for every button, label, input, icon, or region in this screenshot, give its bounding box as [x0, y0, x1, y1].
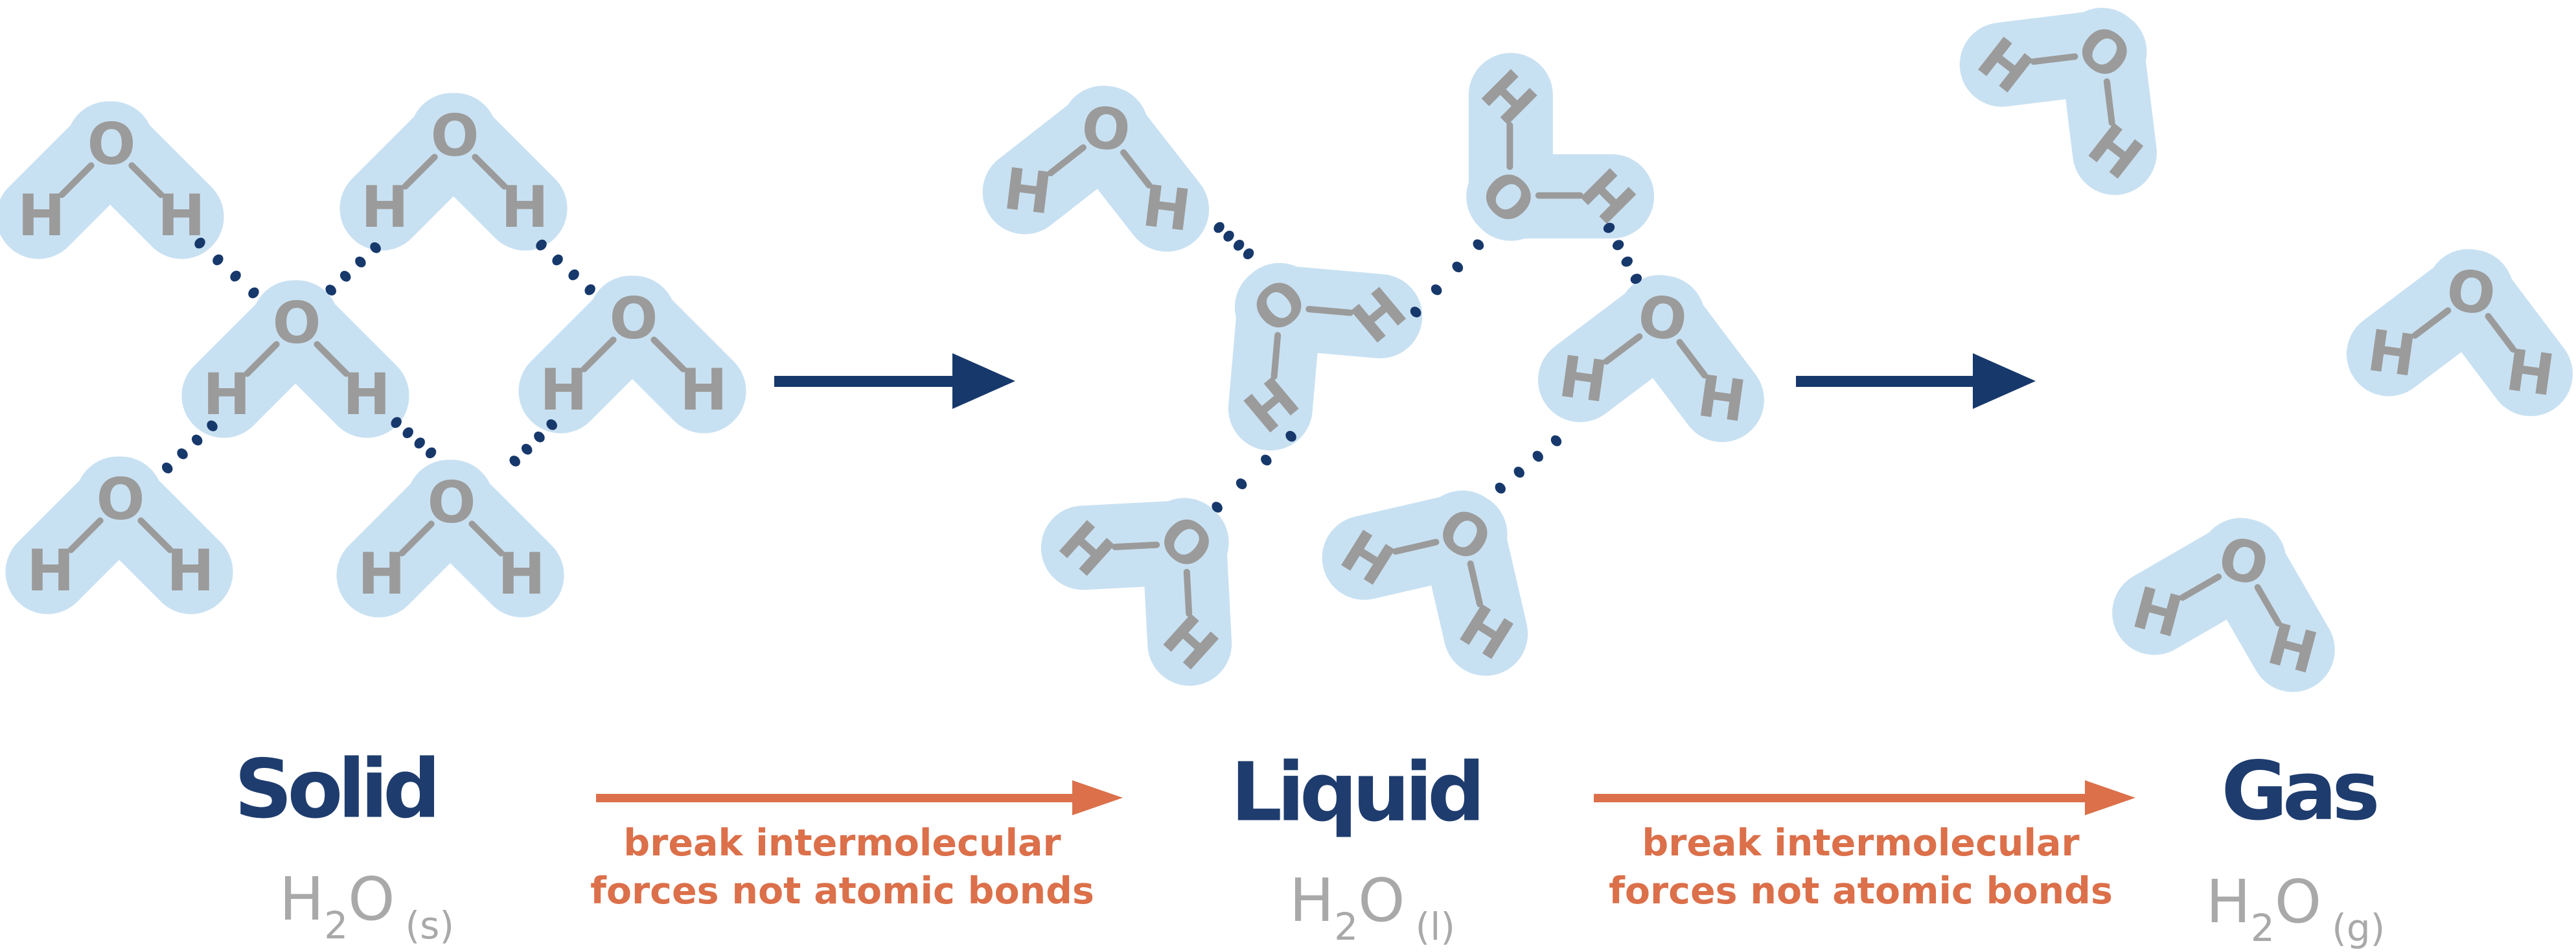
hydrogen-atom-label: H	[167, 537, 214, 604]
bond-dot	[1241, 246, 1256, 262]
formula-o: O	[1358, 866, 1405, 935]
formula-h: H	[1289, 866, 1335, 935]
process-arrow	[1594, 780, 2135, 815]
hydrogen-bond-dots	[1493, 433, 1564, 496]
bond-dot	[1234, 476, 1250, 491]
bond-dot	[411, 435, 428, 451]
bond-dot	[1211, 220, 1227, 235]
oxygen-atom-label: O	[2442, 255, 2500, 329]
process-line2: forces not atomic bonds	[1609, 870, 2113, 912]
hydrogen-atom-label: H	[501, 174, 549, 240]
oxygen-atom-label: O	[87, 111, 136, 178]
oxygen-atom-label: O	[427, 469, 476, 536]
hydrogen-atom-label: H	[157, 182, 205, 249]
bond-dot	[1429, 282, 1445, 297]
process-arrow	[596, 780, 1123, 815]
gas-label: Gas	[2221, 744, 2380, 839]
liquid-label: Liquid	[1230, 745, 1485, 840]
formula-h: H	[2205, 867, 2251, 936]
hydrogen-bond-dots	[1408, 237, 1486, 320]
solid-formula: H2O(s)	[279, 865, 454, 947]
solid-label: Solid	[234, 742, 441, 837]
arrowhead-icon	[1072, 780, 1125, 815]
process-description-liquid-to-gas: break intermolecular forces not atomic b…	[1609, 819, 2113, 915]
formula-o: O	[2274, 867, 2322, 936]
liquid-formula: H2O(l)	[1289, 866, 1455, 949]
hydrogen-atom-label: H	[1138, 172, 1195, 244]
hydrogen-atom-label: H	[680, 356, 728, 423]
hydrogen-atom-label: H	[2363, 316, 2421, 390]
process-description-solid-to-liquid: break intermolecular forces not atomic b…	[590, 819, 1094, 915]
arrowhead-icon	[952, 353, 1017, 409]
bond-dot	[210, 251, 225, 268]
process-line1: break intermolecular	[623, 822, 1061, 865]
arrowhead-icon	[1973, 353, 2038, 409]
hydrogen-atom-label: H	[343, 361, 391, 428]
hydrogen-atom-label: H	[361, 174, 409, 240]
bond-dot	[1620, 255, 1635, 269]
oxygen-atom-label: O	[96, 466, 145, 533]
formula-subscript-2: 2	[1334, 905, 1359, 949]
bond-dot	[1512, 465, 1527, 480]
formula-phase-s: (s)	[405, 903, 454, 947]
hydrogen-atom-label: H	[540, 356, 588, 423]
hydrogen-atom-label: H	[17, 182, 65, 249]
gas-formula: H2O(g)	[2206, 867, 2386, 950]
process-line2: forces not atomic bonds	[590, 870, 1094, 912]
oxygen-atom-label: O	[272, 290, 321, 356]
oxygen-atom-label: O	[1633, 281, 1692, 355]
bond-dot	[1221, 228, 1237, 244]
hydrogen-atom-label: H	[203, 361, 251, 428]
bond-dot	[1471, 237, 1486, 253]
formula-o: O	[348, 865, 395, 934]
bond-dot	[1548, 433, 1564, 448]
oxygen-atom-label: O	[609, 285, 658, 352]
hydrogen-atom-label: H	[27, 537, 75, 604]
hydrogen-bond-dots	[1211, 220, 1256, 262]
hydrogen-atom-label: H	[358, 540, 406, 607]
formula-h: H	[279, 865, 325, 934]
hydrogen-atom-label: H	[1555, 342, 1612, 416]
bond-dot	[1530, 448, 1545, 465]
process-line1: break intermolecular	[1642, 822, 2080, 865]
hydrogen-atom-label: H	[1694, 362, 1751, 435]
bond-dot	[352, 254, 369, 270]
oxygen-atom-label: O	[430, 102, 479, 169]
arrowhead-icon	[2085, 780, 2137, 815]
hydrogen-atom-label: H	[2502, 336, 2559, 410]
state-change-arrow	[774, 353, 1015, 409]
bond-dot	[519, 441, 535, 457]
formula-phase-g: (g)	[2332, 906, 2386, 950]
bond-dot	[1493, 480, 1508, 496]
state-change-arrow	[1796, 353, 2036, 409]
hydrogen-atom-label: H	[1000, 155, 1056, 227]
oxygen-atom-label: O	[1077, 93, 1134, 165]
bond-dot	[1449, 259, 1466, 275]
bond-dot	[1231, 237, 1247, 253]
formula-subscript-2: 2	[324, 903, 349, 947]
formula-phase-l: (l)	[1415, 905, 1455, 949]
bond-dot	[423, 445, 439, 461]
bond-dot	[549, 252, 566, 268]
formula-subscript-2: 2	[2250, 906, 2275, 950]
hydrogen-atom-label: H	[498, 540, 546, 607]
